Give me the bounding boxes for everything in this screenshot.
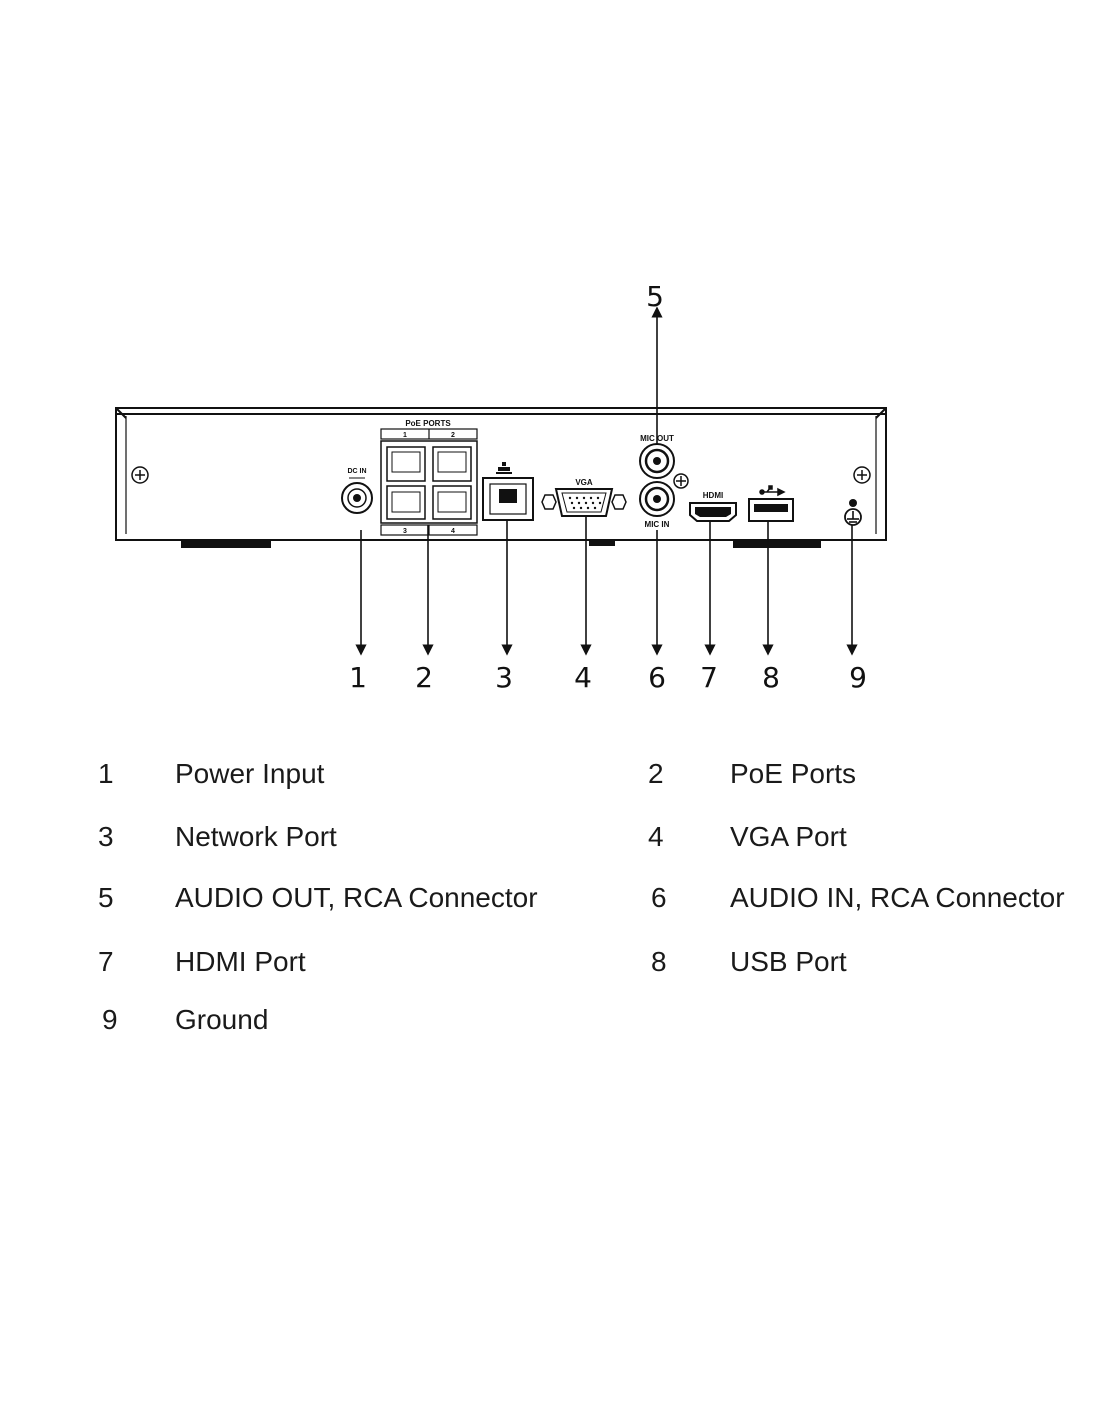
- legend-label: Ground: [175, 1004, 269, 1035]
- poe-port-4-label: 4: [451, 528, 455, 535]
- callout-number-1: 1: [349, 661, 367, 694]
- callout-lines: [355, 306, 858, 656]
- ground-icon: [844, 499, 862, 526]
- poe-port-1-label: 1: [403, 432, 407, 439]
- legend-label: Power Input: [175, 758, 325, 789]
- usb-port: [748, 485, 794, 522]
- mic-in-label: MIC IN: [645, 520, 670, 529]
- callout-number-4: 4: [574, 661, 592, 694]
- poe-ports-block: PoE PORTS 1 2 3 4: [380, 419, 478, 536]
- audio-rca-connectors: MIC OUT MIC IN: [639, 434, 689, 529]
- legend-number: 4: [648, 821, 664, 852]
- nvr-rear-panel-diagram: DC IN PoE PORTS 1 2 3 4: [115, 280, 887, 694]
- plus-icon: [673, 473, 689, 489]
- callout-number-7: 7: [700, 661, 718, 694]
- screw-icon: [853, 466, 871, 484]
- legend-label: Network Port: [175, 821, 337, 852]
- callout-number-2: 2: [415, 661, 433, 694]
- legend-number: 3: [98, 821, 114, 852]
- network-port: [482, 462, 534, 521]
- power-input-jack: DC IN: [341, 468, 373, 514]
- legend-label: USB Port: [730, 946, 847, 977]
- poe-ports-label: PoE PORTS: [405, 419, 451, 428]
- dc-in-label: DC IN: [347, 468, 366, 475]
- vga-label: VGA: [575, 478, 593, 487]
- hdmi-port: HDMI: [689, 491, 737, 522]
- legend-label: AUDIO OUT, RCA Connector: [175, 882, 538, 913]
- legend-number: 1: [98, 758, 114, 789]
- callout-number-8: 8: [762, 661, 780, 694]
- legend-number: 9: [102, 1004, 118, 1035]
- network-icon: [496, 462, 512, 474]
- callout-number-6: 6: [648, 661, 666, 694]
- poe-port-2-label: 2: [451, 432, 455, 439]
- usb-icon: [759, 485, 786, 497]
- legend-number: 6: [651, 882, 667, 913]
- legend-label: AUDIO IN, RCA Connector: [730, 882, 1065, 913]
- callout-number-9: 9: [849, 661, 867, 694]
- poe-port-3-label: 3: [403, 528, 407, 535]
- vga-port: VGA: [541, 478, 627, 517]
- legend-number: 8: [651, 946, 667, 977]
- legend-number: 7: [98, 946, 114, 977]
- legend-number: 2: [648, 758, 664, 789]
- legend-label: VGA Port: [730, 821, 847, 852]
- legend-label: HDMI Port: [175, 946, 306, 977]
- legend-number: 5: [98, 882, 114, 913]
- callout-number-5: 5: [646, 280, 664, 313]
- legend-label: PoE Ports: [730, 758, 857, 789]
- callout-number-3: 3: [495, 661, 513, 694]
- screw-icon: [131, 466, 149, 484]
- hdmi-label: HDMI: [703, 491, 723, 500]
